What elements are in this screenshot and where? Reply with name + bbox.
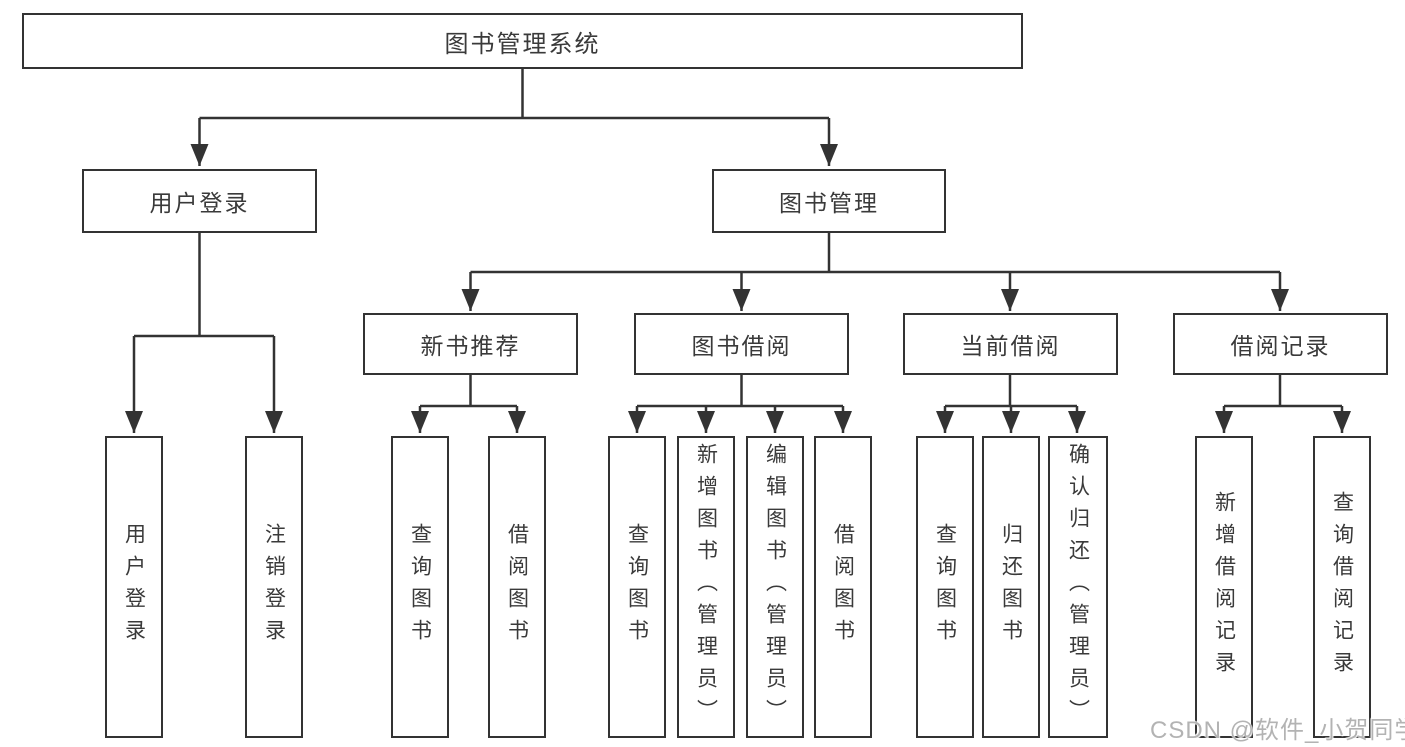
- node-new-book-recommend-label: 新书推荐: [420, 333, 521, 359]
- node-leaf-query-books-1-label: 查询图书: [408, 523, 432, 651]
- node-borrow-records-label: 借阅记录: [1230, 333, 1331, 359]
- node-current-borrow-label: 当前借阅: [960, 333, 1061, 359]
- watermark: CSDN @软件_小贺同学: [1150, 717, 1405, 744]
- node-leaf-add-books: 新增图书（管理员）: [677, 436, 735, 738]
- node-user-login: 用户登录: [82, 169, 317, 233]
- node-leaf-add-books-label: 新增图书（管理员）: [694, 443, 718, 731]
- node-leaf-logout: 注销登录: [245, 436, 303, 738]
- node-leaf-query-borrow-record-label: 查询借阅记录: [1330, 491, 1354, 683]
- node-leaf-user-login-label: 用户登录: [122, 523, 146, 651]
- node-leaf-logout-label: 注销登录: [262, 523, 286, 651]
- node-leaf-edit-books: 编辑图书（管理员）: [746, 436, 804, 738]
- node-leaf-edit-books-label: 编辑图书（管理员）: [763, 443, 787, 731]
- node-leaf-query-books-2-label: 查询图书: [625, 523, 649, 651]
- node-leaf-borrow-books-2: 借阅图书: [814, 436, 872, 738]
- node-leaf-return-books: 归还图书: [982, 436, 1040, 738]
- node-leaf-borrow-books-2-label: 借阅图书: [831, 523, 855, 651]
- node-leaf-query-books-1: 查询图书: [391, 436, 449, 738]
- node-leaf-add-borrow-record-label: 新增借阅记录: [1212, 491, 1236, 683]
- node-current-borrow: 当前借阅: [903, 313, 1118, 375]
- node-leaf-borrow-books-1-label: 借阅图书: [505, 523, 529, 651]
- node-borrow-records: 借阅记录: [1173, 313, 1388, 375]
- node-leaf-confirm-return: 确认归还（管理员）: [1048, 436, 1108, 738]
- node-root: 图书管理系统: [22, 13, 1023, 69]
- node-leaf-borrow-books-1: 借阅图书: [488, 436, 546, 738]
- node-book-borrow-label: 图书借阅: [691, 333, 792, 359]
- node-book-management-label: 图书管理: [779, 190, 879, 216]
- node-root-label: 图书管理系统: [444, 30, 601, 58]
- node-user-login-label: 用户登录: [149, 190, 250, 216]
- node-leaf-add-borrow-record: 新增借阅记录: [1195, 436, 1253, 738]
- node-leaf-confirm-return-label: 确认归还（管理员）: [1066, 443, 1090, 731]
- node-book-borrow: 图书借阅: [634, 313, 849, 375]
- node-leaf-query-borrow-record: 查询借阅记录: [1313, 436, 1371, 738]
- node-book-management: 图书管理: [712, 169, 946, 233]
- node-leaf-user-login: 用户登录: [105, 436, 163, 738]
- node-leaf-query-books-3: 查询图书: [916, 436, 974, 738]
- node-leaf-query-books-2: 查询图书: [608, 436, 666, 738]
- node-leaf-return-books-label: 归还图书: [999, 523, 1023, 651]
- node-leaf-query-books-3-label: 查询图书: [933, 523, 957, 651]
- node-new-book-recommend: 新书推荐: [363, 313, 578, 375]
